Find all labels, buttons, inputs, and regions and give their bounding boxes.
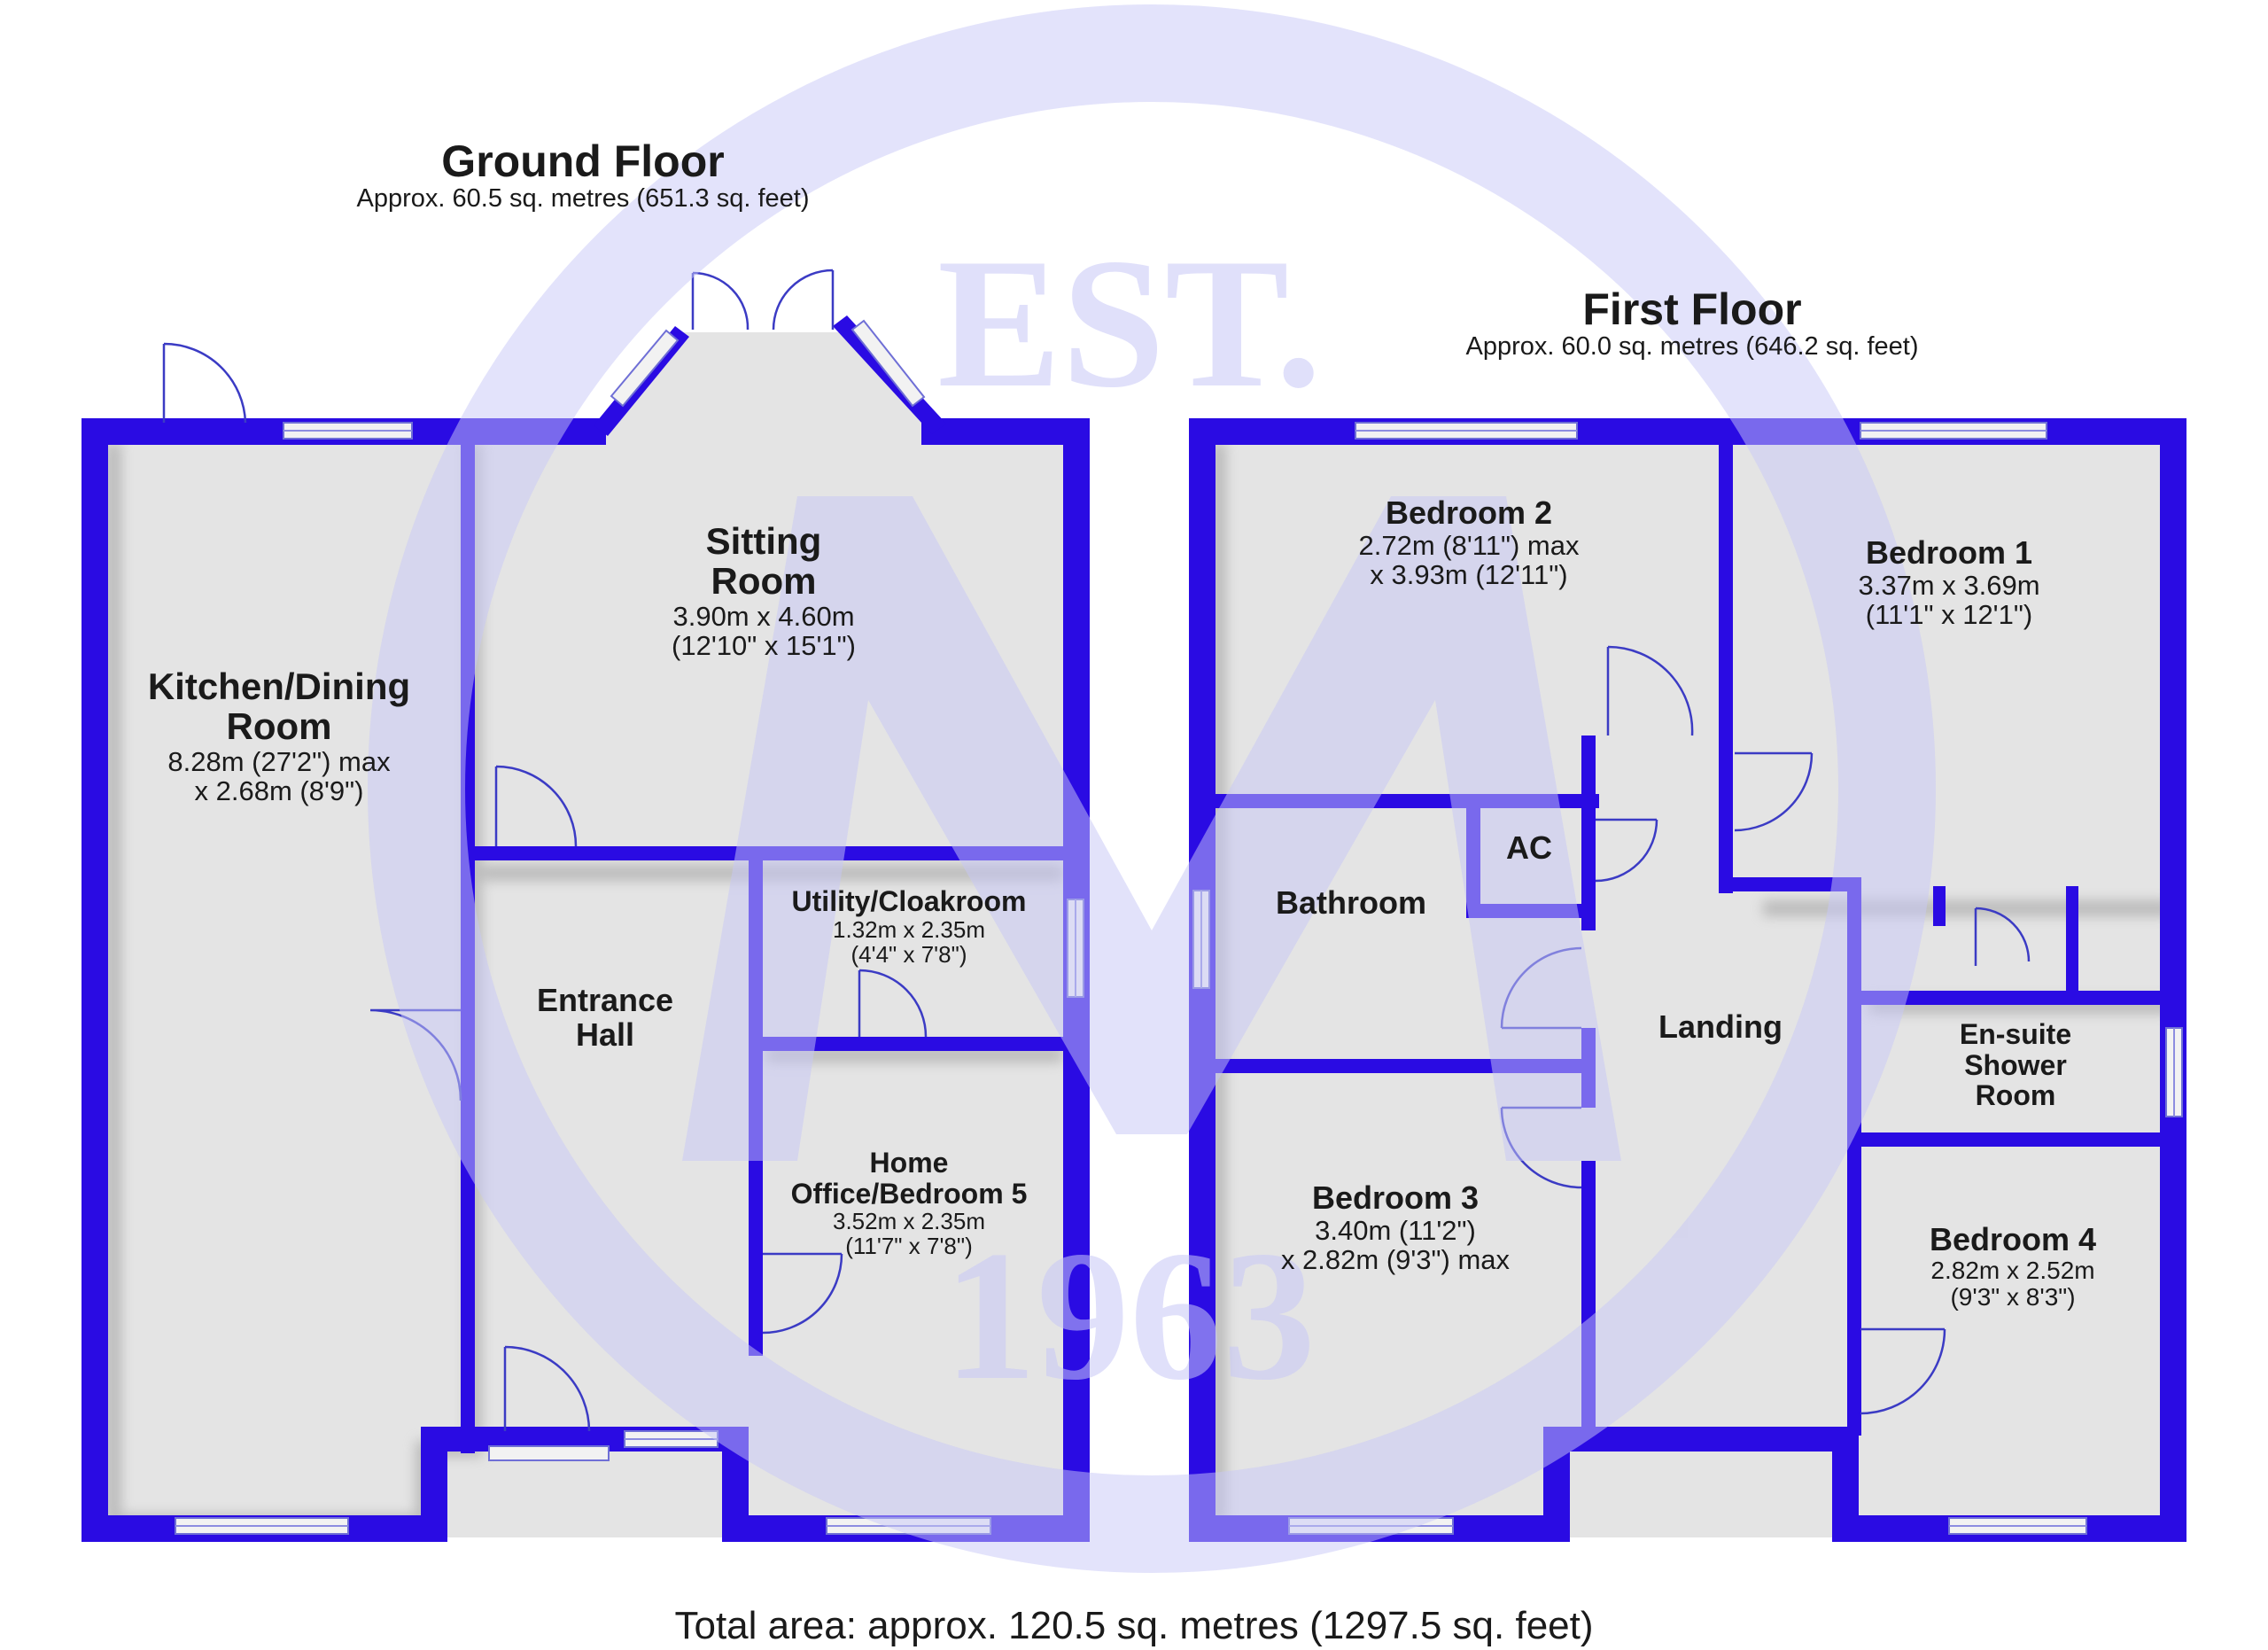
room-label-utility: Utility/Cloakroom 1.32m x 2.35m (4'4" x …: [792, 886, 1027, 967]
room-name: Sitting: [705, 520, 822, 562]
room-dimensions: 3.37m x 3.69m: [1858, 569, 2040, 601]
room-label-hall: Entrance Hall: [536, 982, 674, 1053]
room-name: Office/Bedroom 5: [790, 1177, 1028, 1210]
room-name: Bathroom: [1276, 884, 1426, 921]
room-name: Room: [226, 705, 332, 748]
room-dimensions: 2.72m (8'11") max: [1358, 529, 1580, 561]
room-dimensions: x 3.93m (12'11"): [1370, 559, 1568, 591]
room-label-bedroom1: Bedroom 1 3.37m x 3.69m (11'1" x 12'1"): [1858, 534, 2040, 631]
total-area: Total area: approx. 120.5 sq. metres (12…: [674, 1604, 1594, 1647]
room-dimensions: (9'3" x 8'3"): [1950, 1283, 2076, 1311]
first-floor-heading: First Floor Approx. 60.0 sq. metres (646…: [1466, 285, 1919, 361]
room-label-office: Home Office/Bedroom 5 3.52m x 2.35m (11'…: [791, 1148, 1028, 1258]
room-name: Home: [869, 1147, 949, 1179]
watermark-est-text: EST.: [937, 221, 1322, 426]
watermark-year-text: 1963: [944, 1213, 1316, 1419]
room-name: Utility/Cloakroom: [791, 885, 1027, 917]
room-dimensions: x 2.82m (9'3") max: [1280, 1244, 1511, 1276]
room-name: Kitchen/Dining: [147, 665, 411, 707]
room-dimensions: 1.32m x 2.35m: [833, 915, 985, 943]
ground-floor-area: Approx. 60.5 sq. metres (651.3 sq. feet): [356, 184, 810, 213]
room-name: Entrance: [536, 982, 674, 1018]
room-dimensions: 3.40m (11'2"): [1315, 1214, 1476, 1246]
room-name: Room: [711, 560, 817, 603]
room-label-landing: Landing: [1658, 1008, 1783, 1045]
room-dimensions: (4'4" x 7'8"): [850, 940, 967, 968]
room-label-bedroom4: Bedroom 4 2.82m x 2.52m (9'3" x 8'3"): [1929, 1221, 2097, 1311]
room-dimensions: x 2.68m (8'9"): [194, 775, 364, 807]
room-name: En-suite: [1959, 1018, 2072, 1050]
room-name: Bedroom 3: [1311, 1179, 1480, 1216]
room-dimensions: (12'10" x 15'1"): [672, 630, 856, 662]
watermark-logo: [368, 4, 1936, 1573]
room-label-bathroom: Bathroom: [1276, 884, 1426, 921]
room-label-sitting: Sitting Room 3.90m x 4.60m (12'10" x 15'…: [672, 521, 856, 661]
ground-floor-heading: Ground Floor Approx. 60.5 sq. metres (65…: [357, 137, 810, 213]
room-dimensions: (11'1" x 12'1"): [1865, 599, 2033, 631]
room-dimensions: 3.52m x 2.35m: [833, 1208, 985, 1235]
first-floor-title: First Floor: [1582, 284, 1802, 334]
room-label-ac: AC: [1506, 829, 1552, 866]
room-name: Shower: [1964, 1048, 2067, 1081]
room-dimensions: (11'7" x 7'8"): [845, 1233, 973, 1260]
room-name: Bedroom 1: [1865, 534, 2033, 571]
first-floor-area: Approx. 60.0 sq. metres (646.2 sq. feet): [1465, 332, 1919, 361]
room-label-kitchen: Kitchen/Dining Room 8.28m (27'2") max x …: [148, 666, 410, 806]
room-dimensions: 2.82m x 2.52m: [1930, 1256, 2095, 1284]
room-name: AC: [1506, 829, 1552, 866]
room-name: Bedroom 2: [1385, 494, 1553, 531]
room-label-bedroom2: Bedroom 2 2.72m (8'11") max x 3.93m (12'…: [1358, 494, 1580, 591]
room-label-bedroom3: Bedroom 3 3.40m (11'2") x 2.82m (9'3") m…: [1280, 1179, 1511, 1276]
room-name: Bedroom 4: [1929, 1221, 2097, 1257]
room-dimensions: 8.28m (27'2") max: [167, 745, 391, 777]
room-name: Hall: [575, 1016, 635, 1053]
room-name: Room: [1975, 1079, 2056, 1112]
room-label-ensuite: En-suite Shower Room: [1960, 1019, 2071, 1111]
room-name: Landing: [1658, 1008, 1783, 1045]
ground-floor-title: Ground Floor: [441, 136, 725, 186]
room-dimensions: 3.90m x 4.60m: [672, 600, 855, 632]
